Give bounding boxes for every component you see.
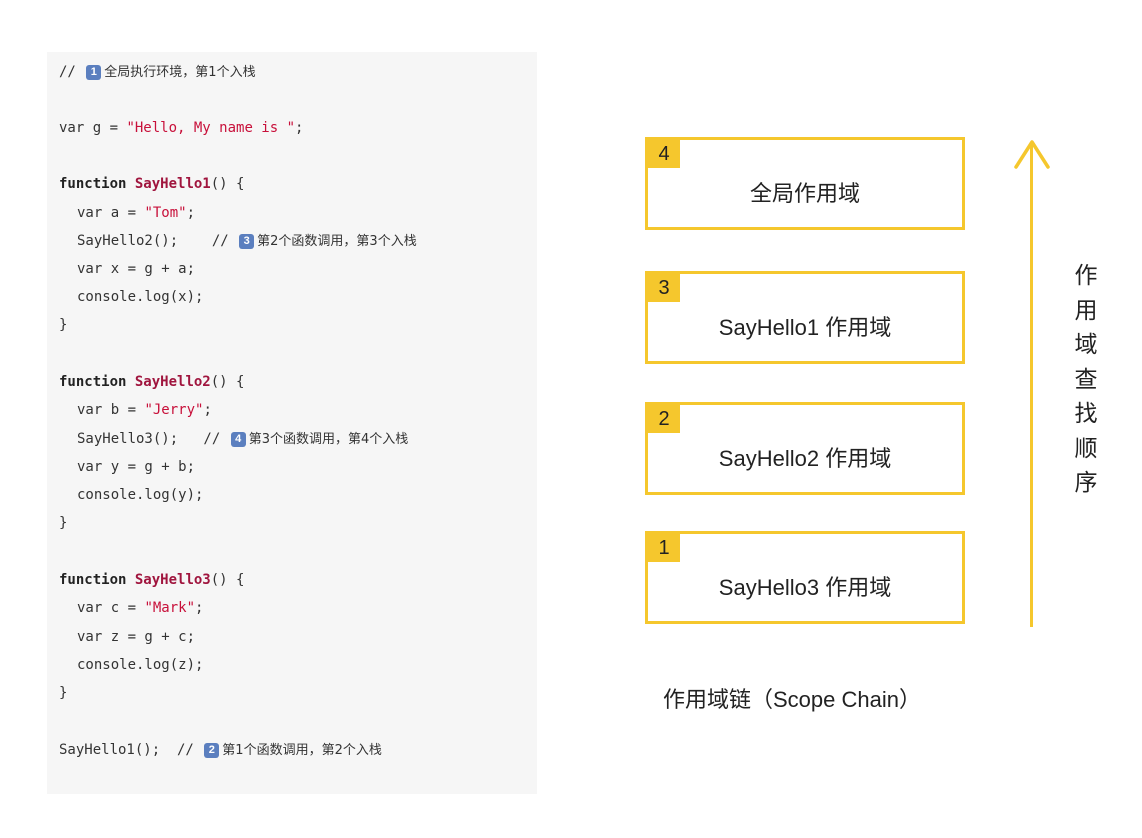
lookup-arrow-shaft [1030, 142, 1033, 627]
code-line-var-g: var g = "Hello, My name is "; [59, 118, 303, 138]
comment-text: 第3个函数调用，第4个入栈 [248, 432, 409, 447]
scope-box-sayhello1: 3 SayHello1 作用域 [645, 271, 965, 364]
code-text: () { [210, 572, 245, 588]
step-badge-3: 3 [239, 234, 255, 249]
string-literal: "Tom" [144, 205, 187, 221]
function-name: SayHello1 [134, 176, 211, 192]
code-line-close-brace: } [59, 515, 68, 531]
scope-box-global: 4 全局作用域 [645, 137, 965, 230]
code-line-close-brace: } [59, 685, 68, 701]
code-line-function-sayhello1: function SayHello1() { [59, 174, 244, 194]
code-text: () { [210, 176, 245, 192]
code-line-close-brace: } [59, 317, 68, 333]
step-badge-1: 1 [86, 65, 102, 80]
code-text: var g = [59, 120, 127, 136]
string-literal: "Hello, My name is " [126, 120, 296, 136]
step-badge-2: 2 [204, 743, 220, 758]
code-line-var-c: var c = "Mark"; [77, 598, 203, 618]
code-text: ; [186, 205, 196, 221]
comment-text: 全局执行环境，第1个入栈 [104, 65, 256, 80]
scope-label: SayHello2 作用域 [718, 446, 892, 471]
code-text: ; [203, 402, 212, 418]
scope-number: 2 [648, 405, 680, 433]
code-text: var a = [77, 205, 145, 221]
code-line-var-x: var x = g + a; [77, 261, 196, 277]
step-badge-4: 4 [230, 432, 246, 447]
string-literal: "Jerry" [144, 402, 204, 418]
function-name: SayHello2 [134, 374, 211, 390]
scope-number: 3 [648, 274, 680, 302]
code-line-function-sayhello3: function SayHello3() { [59, 570, 244, 590]
code-text: SayHello3(); // [77, 431, 229, 447]
code-line-var-a: var a = "Tom"; [77, 203, 195, 223]
scope-number: 4 [648, 140, 680, 168]
arrow-up-icon [1014, 140, 1050, 169]
code-line-var-z: var z = g + c; [77, 629, 196, 645]
scope-box-sayhello3: 1 SayHello3 作用域 [645, 531, 965, 624]
scope-label: SayHello3 作用域 [718, 575, 892, 600]
code-line-var-y: var y = g + b; [77, 459, 196, 475]
scope-label: 全局作用域 [749, 181, 860, 206]
code-text: () { [210, 374, 245, 390]
scope-number: 1 [648, 534, 680, 562]
function-name: SayHello3 [134, 572, 211, 588]
code-text: SayHello2(); // [77, 233, 238, 249]
code-text: var b = [77, 402, 145, 418]
scope-box-sayhello2: 2 SayHello2 作用域 [645, 402, 965, 495]
code-text: SayHello1(); // [59, 742, 203, 758]
code-line-function-sayhello2: function SayHello2() { [59, 372, 244, 392]
keyword: function [59, 572, 127, 588]
scope-chain-label: 作用域链（Scope Chain） [663, 687, 921, 712]
comment-prefix: // [59, 64, 85, 80]
comment-text: 第2个函数调用，第3个入栈 [257, 234, 417, 249]
code-line-console-z: console.log(z); [77, 657, 204, 673]
string-literal: "Mark" [144, 600, 196, 616]
code-text: ; [295, 120, 304, 136]
code-line-console-x: console.log(x); [77, 289, 204, 305]
lookup-order-label: 作用域查找顺序 [1074, 262, 1098, 495]
code-text: var c = [77, 600, 145, 616]
code-line-console-y: console.log(y); [77, 487, 204, 503]
comment-text: 第1个函数调用，第2个入栈 [222, 743, 382, 758]
code-line-var-b: var b = "Jerry"; [77, 400, 212, 420]
keyword: function [59, 176, 127, 192]
scope-label: SayHello1 作用域 [718, 315, 892, 340]
code-text: ; [195, 600, 204, 616]
keyword: function [59, 374, 127, 390]
